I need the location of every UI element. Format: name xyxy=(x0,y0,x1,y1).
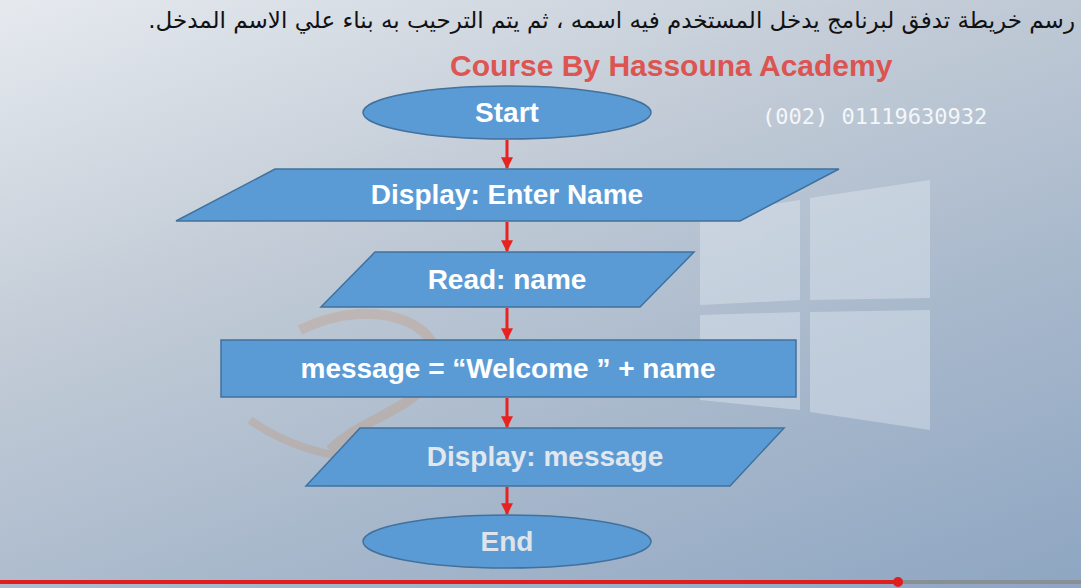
terminal-ellipse: Start xyxy=(362,85,652,140)
process-box: message = “Welcome ” + name xyxy=(220,339,797,398)
flow-arrow xyxy=(506,398,509,427)
node-text: Start xyxy=(475,97,539,129)
flow-arrow xyxy=(506,487,509,514)
watermark-phone: (002) 01119630932 xyxy=(762,104,987,129)
progress-knob xyxy=(893,577,903,587)
io-parallelogram: Display: Enter Name xyxy=(175,168,840,222)
node-text: Display: Enter Name xyxy=(371,179,643,211)
page-title: رسم خريطة تدفق لبرنامج يدخل المستخدم فيه… xyxy=(148,6,1075,35)
node-shape xyxy=(363,86,651,139)
flow-arrow xyxy=(506,222,509,251)
node-shape xyxy=(176,169,839,221)
flow-arrow xyxy=(506,308,509,339)
node-shape xyxy=(221,340,796,397)
node-text: End xyxy=(481,526,534,558)
progress-bar xyxy=(0,580,898,584)
io-parallelogram: Read: name xyxy=(320,251,695,308)
node-text: Read: name xyxy=(428,264,587,296)
watermark-course: Course By Hassouna Academy xyxy=(450,49,892,83)
terminal-ellipse: End xyxy=(362,514,652,569)
node-text: Display: message xyxy=(427,441,664,473)
node-text: message = “Welcome ” + name xyxy=(300,353,715,385)
io-parallelogram: Display: message xyxy=(305,427,785,487)
node-shape xyxy=(321,252,694,307)
node-shape xyxy=(306,428,784,486)
flow-arrow xyxy=(506,140,509,168)
progress-track xyxy=(0,580,1081,584)
node-shape xyxy=(363,515,651,568)
